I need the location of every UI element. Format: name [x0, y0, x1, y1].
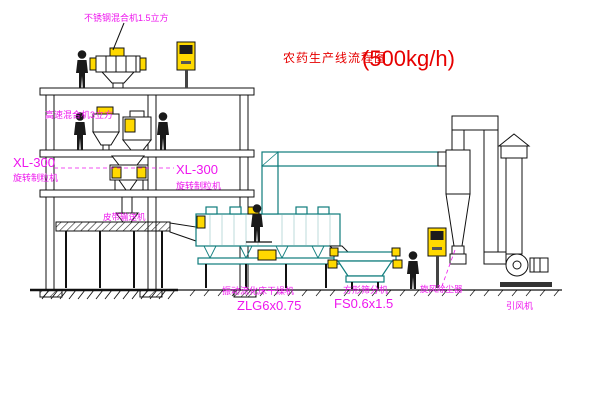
cyclone-separator	[437, 129, 471, 265]
exhaust-stack	[497, 133, 531, 255]
square-sieve-model-label: FS0.6x1.5	[334, 296, 393, 311]
induced-draft-fan	[500, 253, 552, 287]
leader-line-cyclone	[441, 249, 456, 287]
control-cabinet-left	[176, 41, 196, 88]
ground-hatch-left	[41, 289, 176, 300]
fluid-bed-dryer-label: 振动流化床干燥机	[222, 285, 294, 296]
high-speed-mixer-label: 高速混合机3立方	[45, 109, 113, 120]
control-cabinet-right	[427, 227, 447, 288]
ground-hatch-right	[189, 289, 560, 297]
exhaust-riser-duct	[261, 151, 439, 215]
belt-conveyor-label: 皮带输送机	[103, 212, 146, 222]
stainless-mixer-label: 不锈钢混合机1.5立方	[84, 12, 169, 23]
belt-conveyor	[55, 221, 171, 288]
stainless-steel-mixer	[89, 22, 147, 89]
fluid-bed-model-label: ZLG6x0.75	[237, 298, 301, 313]
cyclone-label: 旋风除尘器	[420, 284, 463, 294]
fluid-bed-dryer	[169, 206, 341, 288]
granulator-left-name-label: 旋转制粒机	[13, 172, 58, 183]
square-sieve	[327, 245, 403, 289]
granulator-left-model-label: XL-300	[13, 155, 55, 170]
cone-mixer	[92, 106, 120, 151]
diagram-title: 农药生产线流程图	[283, 50, 387, 65]
square-sieve-label: 方形筛分机	[343, 284, 388, 295]
granulator-mid-name-label: 旋转制粒机	[176, 180, 221, 191]
worker-figure	[407, 251, 419, 289]
high-speed-mixer	[121, 110, 153, 151]
worker-figure	[157, 112, 169, 150]
granulator-mid-model-label: XL-300	[176, 162, 218, 177]
fan-inlet-duct	[451, 115, 507, 265]
induced-fan-label: 引风机	[506, 300, 533, 311]
capacity-label: (500kg/h)	[362, 46, 455, 71]
rotary-granulator	[109, 155, 149, 223]
building-frame	[30, 87, 562, 300]
worker-figure	[76, 50, 88, 88]
